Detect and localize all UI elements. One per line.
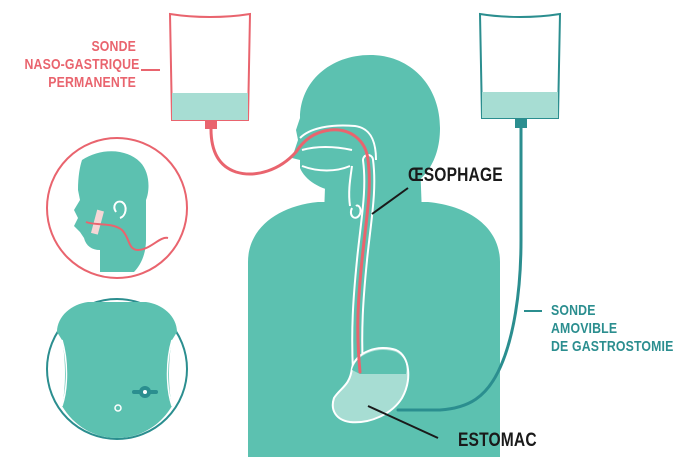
naso-bag-liquid: [172, 93, 248, 120]
oesophagus-label: ŒSOPHAGE: [408, 165, 503, 187]
gastro-label-line-3: DE GASTROSTOMIE: [551, 338, 674, 356]
naso-gastric-bag: [170, 14, 250, 129]
naso-gastric-label: SONDE NASO-GASTRIQUE PERMANENTE: [24, 38, 136, 92]
inset-abdomen: [57, 302, 177, 438]
gastro-inset: [47, 299, 187, 439]
naso-label-line-1: SONDE: [24, 38, 136, 56]
gastro-label-line-2: AMOVIBLE: [551, 320, 674, 338]
stomach-label: ESTOMAC: [458, 430, 537, 452]
gastro-bag-liquid: [482, 92, 558, 118]
naso-inset: [47, 138, 187, 278]
gastro-label-line-1: SONDE: [551, 302, 674, 320]
naso-label-line-3: PERMANENTE: [24, 74, 136, 92]
gastrostomy-label: SONDE AMOVIBLE DE GASTROSTOMIE: [551, 302, 674, 356]
gastrostomy-bag: [480, 14, 560, 128]
naso-label-line-2: NASO-GASTRIQUE: [24, 56, 136, 74]
